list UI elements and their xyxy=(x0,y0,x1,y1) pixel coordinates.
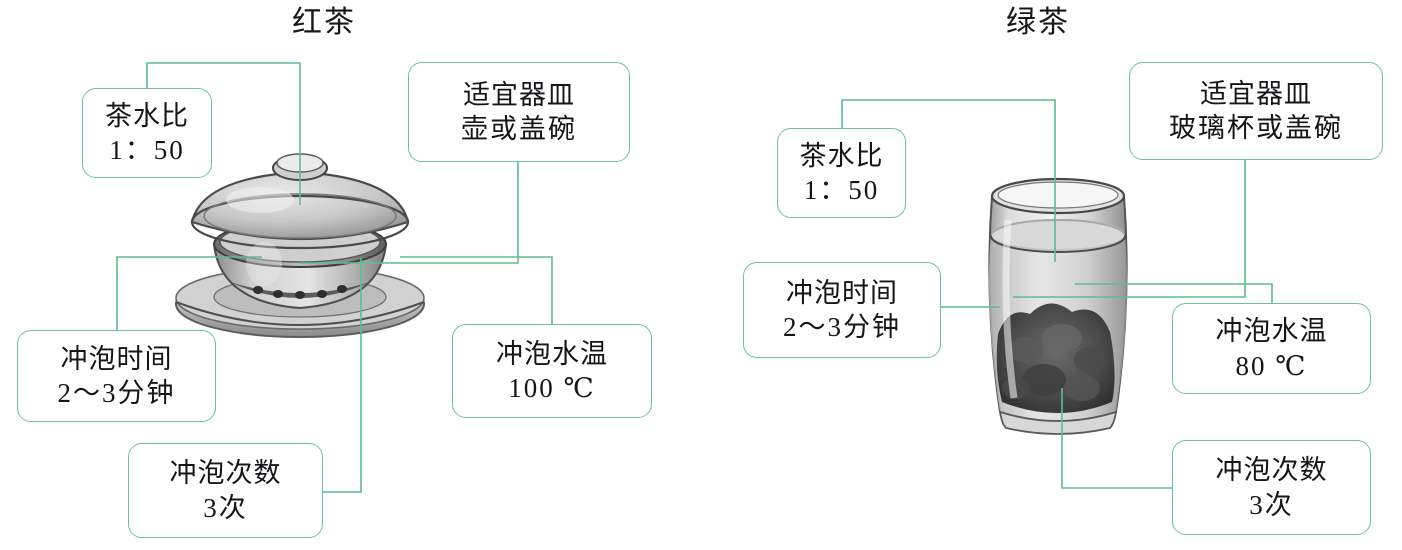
section-title-black-tea: 红茶 xyxy=(292,6,356,39)
callout-label: 适宜器皿 xyxy=(463,79,575,110)
connector-green-ratio xyxy=(841,99,1056,262)
callout-label: 茶水比 xyxy=(105,100,189,131)
callout-black-tea-infusions[interactable]: 冲泡次数 3次 xyxy=(128,443,323,538)
section-title-green-tea: 绿茶 xyxy=(1006,6,1070,39)
callout-black-tea-vessel[interactable]: 适宜器皿 壶或盖碗 xyxy=(408,62,630,162)
callout-black-tea-temperature[interactable]: 冲泡水温 100 ℃ xyxy=(452,324,652,418)
glass-illustration xyxy=(988,177,1128,435)
connector-green-temp xyxy=(1075,283,1273,303)
callout-value: 3次 xyxy=(203,492,248,523)
callout-label: 冲泡次数 xyxy=(1215,455,1328,486)
connector-black-vessel xyxy=(300,162,519,264)
callout-green-tea-infusions[interactable]: 冲泡次数 3次 xyxy=(1172,440,1371,535)
connector-black-time xyxy=(116,256,262,330)
callout-value: 壶或盖碗 xyxy=(461,114,577,144)
callout-value: 2～3分钟 xyxy=(783,312,901,342)
callout-green-tea-vessel[interactable]: 适宜器皿 玻璃杯或盖碗 xyxy=(1129,62,1383,160)
callout-label: 冲泡水温 xyxy=(496,338,608,369)
connector-green-count xyxy=(1061,388,1172,489)
callout-value: 玻璃杯或盖碗 xyxy=(1169,113,1343,143)
callout-value: 100 ℃ xyxy=(508,373,596,403)
connector-black-ratio xyxy=(146,62,301,205)
connector-green-vessel xyxy=(1013,160,1246,298)
callout-label: 冲泡水温 xyxy=(1215,316,1328,347)
callout-black-tea-ratio[interactable]: 茶水比 1：50 xyxy=(82,88,212,178)
callout-label: 适宜器皿 xyxy=(1200,78,1312,109)
callout-green-tea-time[interactable]: 冲泡时间 2～3分钟 xyxy=(743,262,941,358)
callout-green-tea-temperature[interactable]: 冲泡水温 80 ℃ xyxy=(1172,303,1371,394)
callout-value: 2～3分钟 xyxy=(57,378,176,408)
callout-value: 1：50 xyxy=(109,135,185,165)
callout-green-tea-ratio[interactable]: 茶水比 1：50 xyxy=(777,128,906,218)
gaiwan-illustration xyxy=(175,153,425,338)
connector-black-count xyxy=(323,258,362,493)
callout-label: 茶水比 xyxy=(799,140,884,171)
connector-black-temp xyxy=(400,256,553,324)
callout-label: 冲泡次数 xyxy=(169,458,282,489)
callout-black-tea-time[interactable]: 冲泡时间 2～3分钟 xyxy=(17,330,216,422)
callout-value: 3次 xyxy=(1249,489,1294,520)
callout-label: 冲泡时间 xyxy=(60,343,173,374)
callout-label: 冲泡时间 xyxy=(786,277,898,308)
callout-value: 1：50 xyxy=(803,175,880,205)
callout-value: 80 ℃ xyxy=(1235,350,1308,381)
